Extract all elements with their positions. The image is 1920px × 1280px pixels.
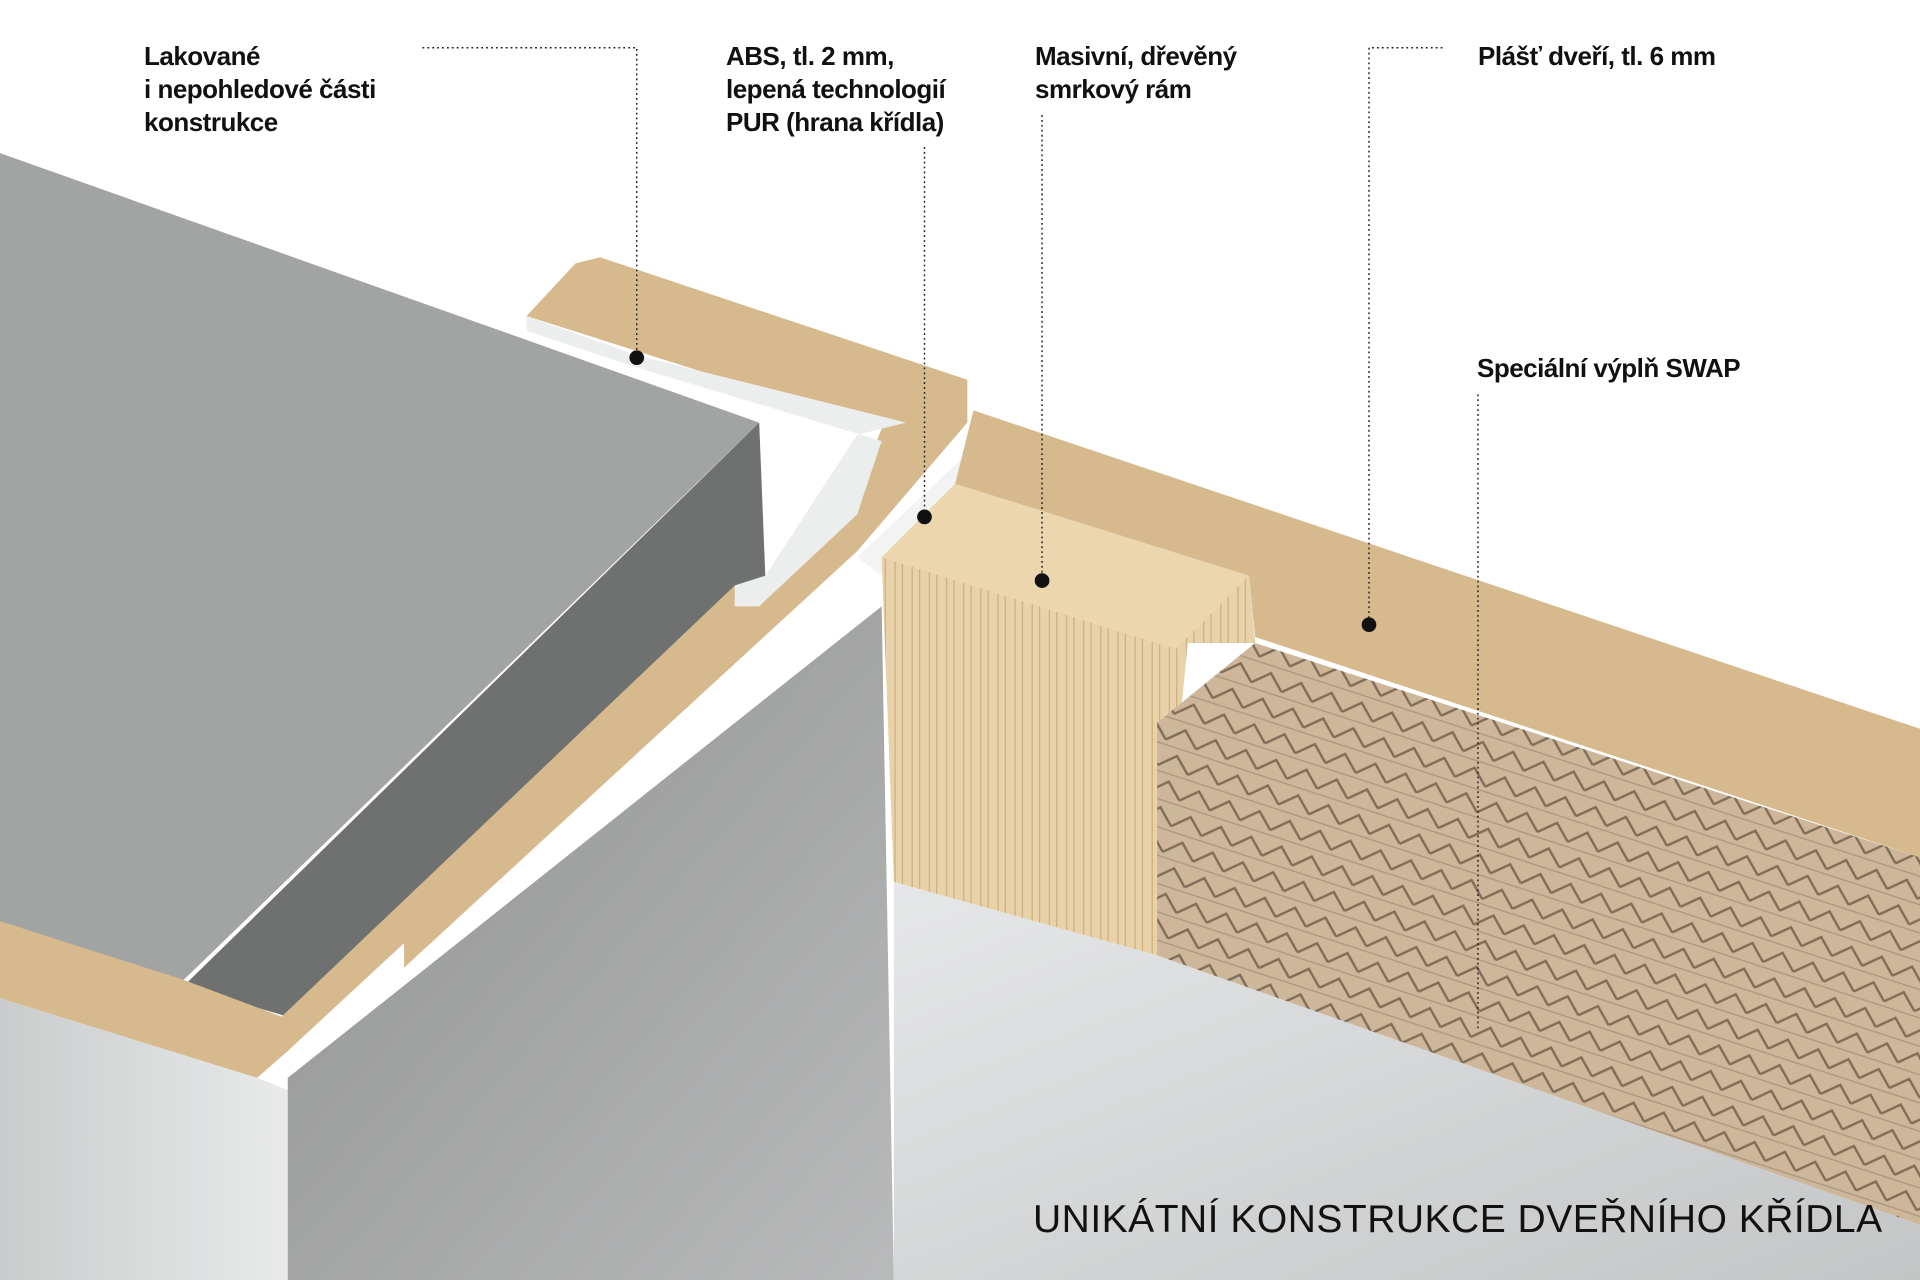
leader-skin <box>1368 47 1443 625</box>
marker-dot <box>1034 573 1050 588</box>
label-skin: Plášť dveří, tl. 6 mm <box>1478 40 1716 73</box>
label-line: i nepohledové části <box>144 74 376 104</box>
frame-white-edge <box>526 316 907 607</box>
label-line: PUR (hrana křídla) <box>726 107 944 137</box>
frame-face-left <box>0 998 288 1280</box>
marker-dot <box>629 350 645 366</box>
honeycomb-filling <box>1157 643 1920 1225</box>
frame-face-grey <box>287 606 894 1280</box>
label-line: Speciální výplň SWAP <box>1477 353 1741 383</box>
marker-dot <box>1361 617 1377 633</box>
frame-chipboard <box>0 257 968 1078</box>
label-filling: Speciální výplň SWAP <box>1477 352 1741 385</box>
spruce-top <box>881 483 1249 650</box>
door-face-right <box>893 881 1920 1280</box>
label-line: konstrukce <box>144 107 278 137</box>
leader-lines <box>422 47 1479 1032</box>
marker-dot <box>917 509 932 525</box>
label-line: ABS, tl. 2 mm, <box>726 41 894 71</box>
label-line: Plášť dveří, tl. 6 mm <box>1478 41 1716 71</box>
label-frame: Masivní, dřevěný smrkový rám <box>1035 40 1237 106</box>
concrete-side-face <box>183 422 766 1017</box>
label-lacquered: Lakované i nepohledové části konstrukce <box>144 40 376 139</box>
diagram-title: UNIKÁTNÍ KONSTRUKCE DVEŘNÍHO KŘÍDLA <box>1033 1198 1883 1241</box>
label-line: smrkový rám <box>1035 74 1192 104</box>
concrete-top-face <box>0 153 760 980</box>
door-skin-chipboard <box>955 410 1920 858</box>
label-line: Masivní, dřevěný <box>1035 41 1237 71</box>
label-line: lepená technologií <box>726 74 946 104</box>
label-abs-edge: ABS, tl. 2 mm, lepená technologií PUR (h… <box>726 40 946 139</box>
label-line: Lakované <box>144 41 260 71</box>
